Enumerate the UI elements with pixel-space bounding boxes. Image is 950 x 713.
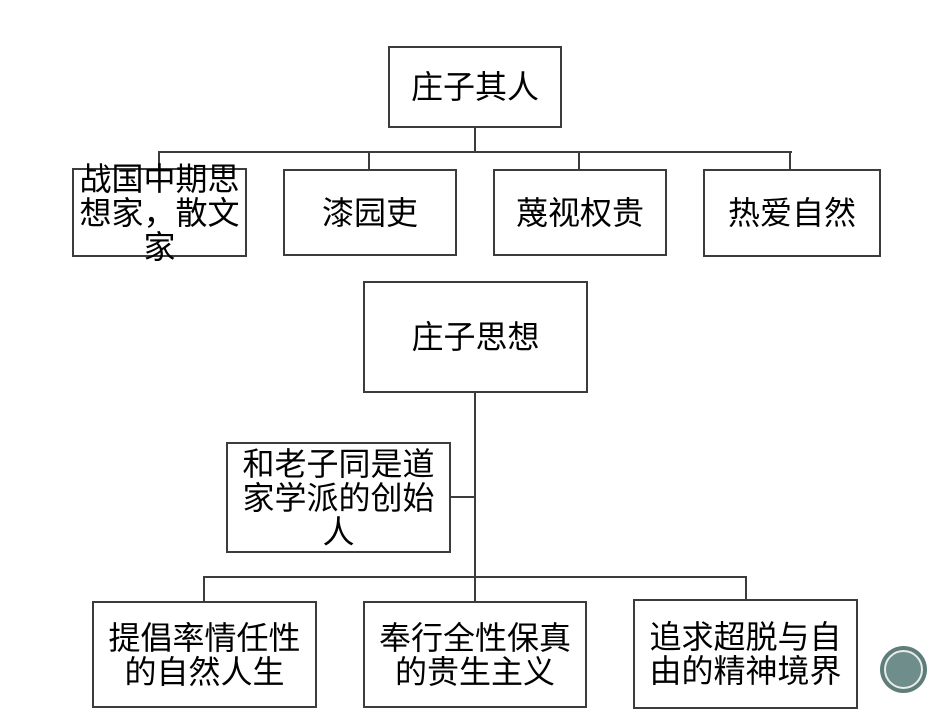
connector-tree2-stub-3 [745,576,747,600]
node-preserve-life-doctrine: 奉行全性保真的贵生主义 [363,601,587,708]
connector-tree2-hbar [203,576,747,578]
connector-tree1-stub-4 [789,151,791,170]
connector-tree1-stub-3 [578,151,580,170]
decorative-circle-inner-ring [884,650,923,689]
node-spiritual-freedom: 追求超脱与自由的精神境界 [633,599,858,709]
node-daoist-school-founder: 和老子同是道家学派的创始人 [226,442,451,553]
node-label: 追求超脱与自由的精神境界 [649,619,842,689]
connector-root1-down [474,127,476,152]
node-label: 庄子思想 [411,319,540,355]
node-label: 漆园吏 [321,194,418,231]
node-zhuangzi-thought: 庄子思想 [363,281,588,393]
node-label: 庄子其人 [410,69,539,105]
connector-tree1-stub-1 [158,151,160,169]
node-label: 奉行全性保真的贵生主义 [378,619,571,690]
node-love-nature: 热爱自然 [703,169,881,257]
decorative-circle [880,646,927,693]
connector-tree2-stub-1 [203,576,205,602]
node-zhuangzi-person: 庄子其人 [388,46,562,128]
node-despise-nobility: 蔑视权贵 [493,169,667,256]
node-qiyuan-official: 漆园吏 [283,169,457,256]
node-label: 蔑视权贵 [515,194,644,231]
node-natural-life: 提倡率情任性的自然人生 [92,601,317,708]
node-label: 战国中期思想家，散文家 [79,160,240,265]
node-label: 提倡率情任性的自然人生 [108,619,301,690]
node-label: 和老子同是道家学派的创始人 [242,445,435,550]
connector-tree1-stub-2 [368,151,370,170]
connector-annotation-link [451,496,476,498]
node-warring-states-thinker: 战国中期思想家，散文家 [72,162,247,264]
connector-tree1-hbar [158,151,792,153]
node-label: 热爱自然 [727,195,856,231]
